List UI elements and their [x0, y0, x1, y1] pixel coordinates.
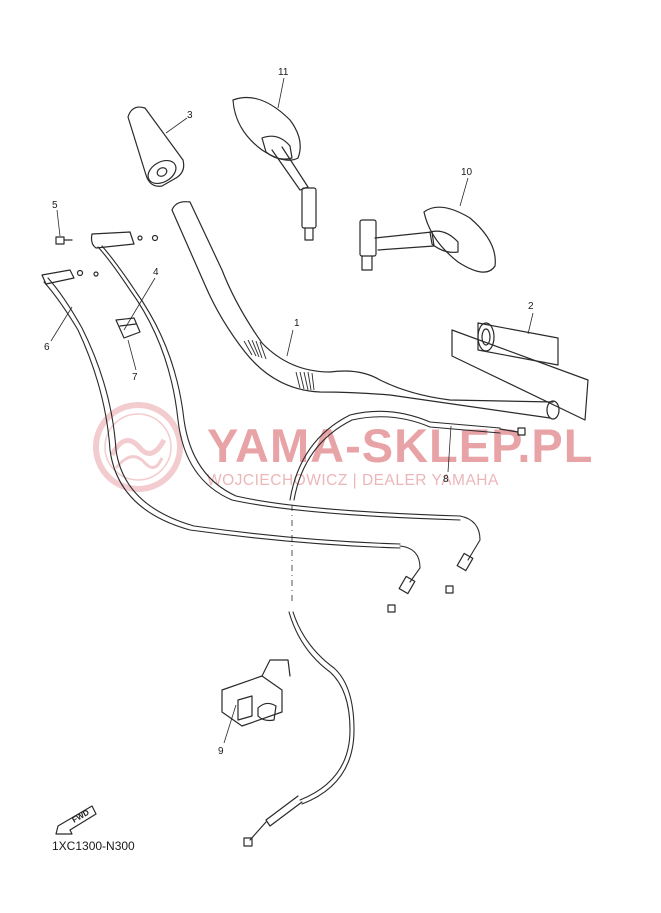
- mirror-part-10: [359, 206, 496, 273]
- label-1: 1: [294, 318, 300, 329]
- clutch-cable-part-8: [243, 410, 526, 847]
- label-5: 5: [52, 200, 58, 211]
- label-7: 7: [132, 372, 138, 383]
- holder-part-9: [221, 659, 291, 727]
- label-3: 3: [187, 110, 193, 121]
- label-2: 2: [528, 301, 534, 312]
- label-11: 11: [278, 67, 289, 78]
- grip-part-3: [127, 106, 185, 187]
- watermark: YAMA-SKLEP.PL WOJCIECHOWICZ | DEALER YAM…: [93, 402, 593, 492]
- label-9: 9: [218, 746, 224, 757]
- watermark-dealer: WOJCIECHOWICZ | DEALER YAMAHA: [207, 472, 499, 489]
- watermark-logo-icon: [93, 402, 183, 492]
- label-4: 4: [153, 267, 159, 278]
- part-labels: 1 2 3 4 5 6 7 8 9 10 11: [44, 67, 534, 757]
- leader-lines: [50, 77, 534, 744]
- watermark-brand: YAMA-SKLEP.PL: [207, 419, 593, 472]
- label-8: 8: [443, 474, 449, 485]
- fwd-label: FWD: [71, 808, 91, 825]
- fwd-arrow-icon: FWD: [55, 805, 97, 835]
- mirror-part-11: [232, 96, 317, 241]
- throttle-cable-part-4: [97, 245, 481, 594]
- knurl-right: [295, 371, 315, 391]
- knurl-left: [243, 339, 267, 360]
- label-6: 6: [44, 342, 50, 353]
- handlebar-part-1: [171, 201, 560, 420]
- bolt-part-5: [55, 231, 159, 249]
- throttle-cable-part-6: [41, 269, 421, 613]
- diagram-code: 1XC1300-N300: [52, 839, 135, 853]
- clamp-part-7: [115, 317, 141, 339]
- throttle-grip-part-2: [451, 322, 589, 421]
- label-10: 10: [461, 167, 473, 178]
